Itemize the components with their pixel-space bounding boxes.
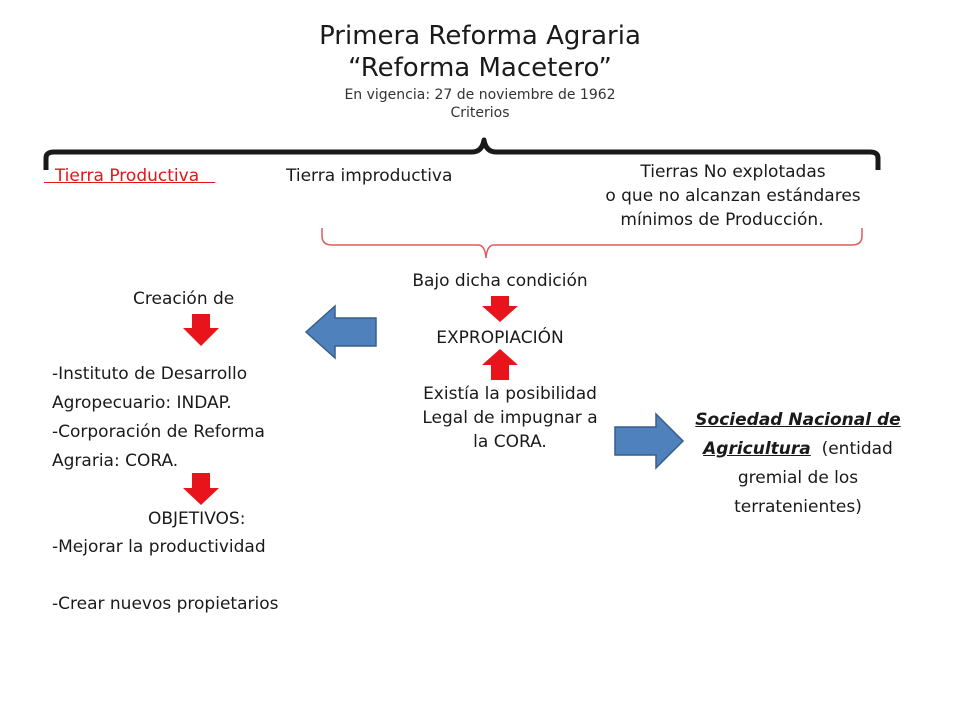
creacion-text: Creación de — [133, 289, 235, 309]
objetivo-2: -Crear nuevos propietarios — [52, 594, 279, 614]
title-line2: “Reforma Macetero” — [348, 53, 612, 83]
sna-line4: terratenientes) — [734, 497, 862, 517]
condicion-text: Bajo dicha condición — [412, 271, 588, 291]
right-blue-arrow — [614, 412, 685, 470]
criteria-no-explotadas: Tierras No explotadas o que no alcanzan … — [578, 160, 888, 232]
title-block: Primera Reforma Agraria “Reforma Maceter… — [230, 20, 730, 122]
objetivos-label: OBJETIVOS: — [148, 509, 246, 529]
sna-line2: Agricultura (entidad — [680, 435, 916, 464]
impugnar-line1: Existía la posibilidad — [423, 384, 597, 404]
sna-line2-bold: Agricultura — [703, 439, 811, 459]
criteria-brace — [43, 137, 881, 170]
institutos-list: -Instituto de Desarrollo Agropecuario: I… — [52, 360, 265, 476]
criteria-productiva: Tierra Productiva — [54, 166, 200, 186]
impugnar-line3: la CORA. — [473, 432, 547, 452]
condition-brace — [321, 228, 863, 259]
institutos-line2: Agropecuario: INDAP. — [52, 393, 232, 413]
sna-line1: Sociedad Nacional de — [695, 410, 901, 430]
up-arrow-center — [482, 349, 518, 380]
institutos-line4: Agraria: CORA. — [52, 451, 179, 471]
impugnar-block: Existía la posibilidad Legal de impugnar… — [395, 382, 625, 454]
down-arrow-center — [482, 296, 518, 322]
criteria-improductiva: Tierra improductiva — [286, 166, 453, 186]
down-arrow-left-2 — [183, 473, 219, 505]
vigencia-date: En vigencia: 27 de noviembre de 1962 — [344, 87, 616, 103]
left-blue-arrow — [304, 304, 377, 360]
no-explotadas-line3: mínimos de Producción. — [620, 210, 824, 230]
institutos-line1: -Instituto de Desarrollo — [52, 364, 248, 384]
title-line1: Primera Reforma Agraria — [319, 21, 641, 51]
objetivo-1: -Mejorar la productividad — [52, 537, 266, 557]
sna-line2-rest: (entidad — [810, 439, 893, 459]
expropiacion-text: EXPROPIACIÓN — [436, 328, 564, 348]
sna-block: Sociedad Nacional de Agricultura (entida… — [680, 406, 916, 522]
criterios-label: Criterios — [450, 105, 510, 121]
no-explotadas-line1: Tierras No explotadas — [640, 162, 826, 182]
sna-line3: gremial de los — [737, 468, 859, 488]
down-arrow-left-1 — [183, 314, 219, 346]
institutos-line3: -Corporación de Reforma — [52, 422, 265, 442]
no-explotadas-line2: o que no alcanzan estándares — [605, 186, 861, 206]
impugnar-line2: Legal de impugnar a — [422, 408, 598, 428]
